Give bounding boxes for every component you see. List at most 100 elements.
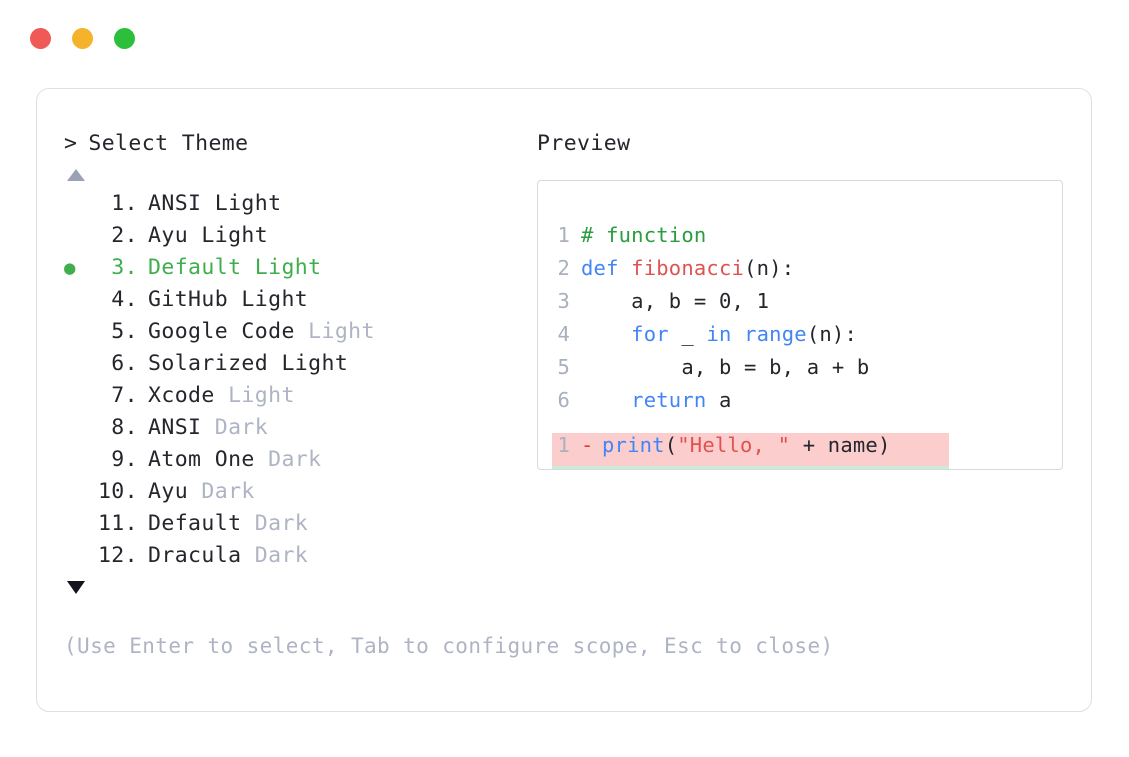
minimize-dot[interactable] xyxy=(72,28,93,49)
scroll-up-icon[interactable] xyxy=(67,169,85,181)
theme-list-item[interactable]: 5. Google Code Light xyxy=(64,319,534,351)
theme-item-name: ANSI xyxy=(148,191,202,216)
code-token-builtin: print xyxy=(602,433,665,457)
theme-item-name: Default xyxy=(148,255,242,280)
diff-sample: 1-print("Hello, " + name)1+print(f"Hello… xyxy=(552,433,1050,469)
code-token-plain: (n): xyxy=(806,322,857,346)
theme-list-item[interactable]: 12. Dracula Dark xyxy=(64,543,534,575)
diff-minus-icon: - xyxy=(581,433,594,457)
code-token-plain: ( xyxy=(664,433,678,457)
theme-item-index: 9. xyxy=(111,447,138,472)
line-number: 1 xyxy=(557,223,570,247)
theme-item-name: ANSI xyxy=(148,415,202,440)
theme-item-name: Solarized xyxy=(148,351,269,376)
theme-item-variant: Dark xyxy=(201,479,255,504)
code-token-keyword: return xyxy=(631,388,707,412)
diff-line-text: print("Hello, " + name) xyxy=(602,433,891,457)
close-dot[interactable] xyxy=(30,28,51,49)
theme-item-name: Xcode xyxy=(148,383,215,408)
code-token-builtin: print xyxy=(602,466,665,469)
theme-item-variant: Light xyxy=(281,351,349,376)
code-line-text: for _ in range(n): xyxy=(581,322,857,346)
theme-item-variant: Light xyxy=(254,255,322,280)
code-token-keyword: for xyxy=(631,322,669,346)
code-token-plain: a, b = 0, 1 xyxy=(581,289,770,313)
diff-line-removed: 1-print("Hello, " + name) xyxy=(552,433,949,466)
code-token-plain xyxy=(732,322,745,346)
code-line-text: # function xyxy=(581,223,706,247)
theme-item-index: 4. xyxy=(111,287,138,312)
theme-item-index: 5. xyxy=(111,319,138,344)
theme-item-variant: Dark xyxy=(254,543,309,568)
theme-item-variant: Light xyxy=(308,319,375,344)
code-line-text: def fibonacci(n): xyxy=(581,256,794,280)
line-number: 6 xyxy=(557,388,570,412)
diff-plus-icon: + xyxy=(581,466,593,469)
theme-list-item[interactable]: 6. Solarized Light xyxy=(64,351,534,383)
theme-item-name: Google Code xyxy=(148,319,295,344)
preview-title: Preview xyxy=(537,131,631,156)
theme-item-variant: Light xyxy=(228,383,295,408)
code-token-keyword: def xyxy=(581,256,632,280)
code-token-plain: (n): xyxy=(744,256,795,280)
theme-item-name: GitHub xyxy=(148,287,229,312)
theme-item-index: 3. xyxy=(111,255,138,280)
code-sample: 1 # function 2 def fibonacci(n): 3 a, b = 0,… xyxy=(552,223,1062,421)
theme-item-index: 11. xyxy=(97,511,138,536)
line-number: 3 xyxy=(557,289,570,313)
code-token-plain: a xyxy=(706,388,732,412)
code-token-builtin: range xyxy=(744,322,807,346)
scroll-down-icon[interactable] xyxy=(67,581,85,594)
theme-list-item[interactable]: 4. GitHub Light xyxy=(64,287,534,319)
prompt-row: > Select Theme xyxy=(64,131,534,159)
line-number: 1 xyxy=(557,433,570,457)
selection-bullet-icon: ● xyxy=(64,257,76,279)
code-token-keyword: in xyxy=(706,322,732,346)
code-token-plain: ( xyxy=(665,466,678,469)
code-line-text: a, b = 0, 1 xyxy=(581,289,769,313)
maximize-dot[interactable] xyxy=(114,28,135,49)
theme-item-name: Ayu xyxy=(148,479,189,504)
line-number: 1 xyxy=(552,466,570,469)
theme-list-item[interactable]: 7. Xcode Light xyxy=(64,383,534,415)
preview-panel: Preview 1 # function 2 def fibonacci(n): 3 a… xyxy=(537,131,1065,470)
theme-item-variant: Dark xyxy=(214,415,269,440)
theme-item-name: Default xyxy=(148,511,242,536)
window-controls xyxy=(30,28,135,49)
theme-item-variant: Light xyxy=(201,223,269,248)
code-line: 1 # function xyxy=(552,223,1062,256)
theme-item-name: Dracula xyxy=(148,543,242,568)
theme-item-variant: Light xyxy=(241,287,309,312)
theme-item-index: 6. xyxy=(111,351,138,376)
theme-list-item[interactable]: 10. Ayu Dark xyxy=(64,479,534,511)
code-token-comment: # function xyxy=(581,223,707,247)
code-line-text: return a xyxy=(581,388,732,412)
line-number: 2 xyxy=(557,256,570,280)
keyboard-hint: (Use Enter to select, Tab to configure s… xyxy=(64,634,834,658)
theme-item-index: 10. xyxy=(97,479,138,504)
theme-item-index: 8. xyxy=(111,415,138,440)
theme-item-index: 7. xyxy=(111,383,138,408)
prompt-caret-icon: > xyxy=(64,131,78,156)
code-token-plain: a, b = b, a + b xyxy=(581,355,870,379)
line-number: 5 xyxy=(557,355,570,379)
preview-box: 1 # function 2 def fibonacci(n): 3 a, b = 0,… xyxy=(537,180,1063,470)
diff-line-added: 1+print(f"Hello, {name}!") xyxy=(552,466,949,469)
theme-item-index: 1. xyxy=(111,191,138,216)
code-line-text: a, b = b, a + b xyxy=(581,355,869,379)
theme-item-name: Ayu xyxy=(148,223,189,248)
code-line: 6 return a xyxy=(552,388,1062,421)
theme-list-item[interactable]: 8. ANSI Dark xyxy=(64,415,534,447)
theme-list-item[interactable]: ● 3. Default Light xyxy=(64,255,534,287)
page-title: Select Theme xyxy=(88,131,249,156)
theme-item-index: 12. xyxy=(97,543,138,568)
code-token-plain: + name) xyxy=(790,433,891,457)
